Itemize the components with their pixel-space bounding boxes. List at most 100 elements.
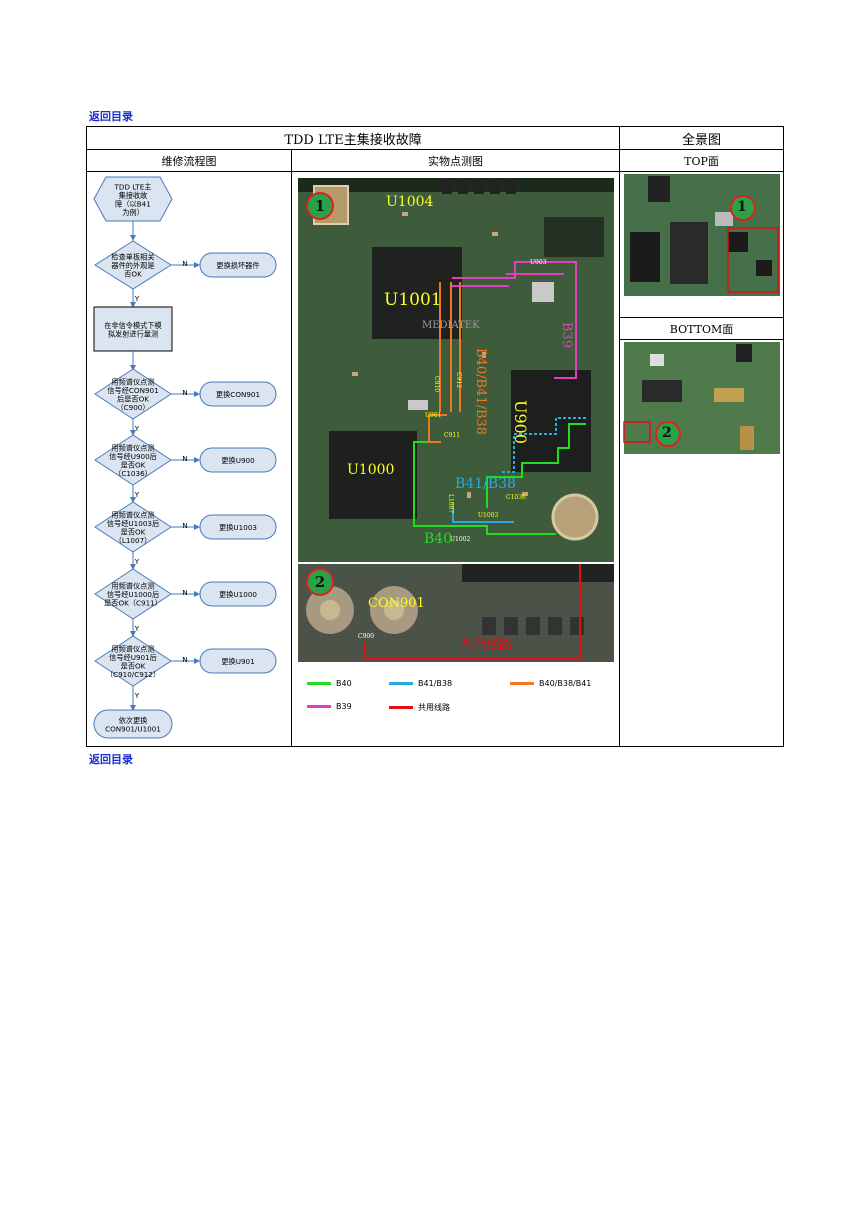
flow-yes-label: Y — [134, 424, 140, 433]
label-u1004: U1004 — [386, 194, 434, 210]
top-face-highlight — [727, 227, 779, 293]
label-c912: C912 — [455, 372, 462, 389]
label-u903: U903 — [530, 259, 547, 266]
flow-end — [93, 709, 173, 739]
board-photo — [298, 178, 614, 662]
photo-cell: 1 U1004 U1001 MEDIATEK U900 U1000 U903 U… — [290, 171, 621, 747]
label-mediatek: MEDIATEK — [422, 320, 480, 331]
photo-column-header: 实物点测图 — [290, 149, 621, 172]
flow-fix6 — [199, 648, 277, 674]
flow-check6-text-line: 用频谱仪点测 — [111, 644, 154, 653]
top-face-overview — [624, 174, 781, 296]
flow-no-label: N — [182, 388, 187, 397]
label-band-b40b41b38: B40/B41/B38 — [473, 348, 488, 436]
back-to-toc-link-bottom[interactable]: 返回目录 — [89, 753, 133, 766]
overview-marker-2: 2 — [662, 425, 672, 441]
flow-check2-text-line: 后是否OK — [117, 394, 149, 403]
legend-item-b41b38: B41/B38 — [389, 679, 452, 688]
flow-check5-text-line: 是否OK（C911） — [104, 599, 162, 608]
flow-start — [93, 176, 173, 222]
label-con901: CON901 — [368, 596, 425, 611]
flow-check4-text-line: 是否OK — [121, 527, 146, 536]
flow-check3-text-line: 信号经U900后 — [109, 452, 157, 461]
overview-marker-1: 1 — [737, 199, 747, 215]
flow-check2-text-line: 用频谱仪点测 — [111, 377, 154, 386]
flow-check3-text-line: 是否OK — [121, 460, 146, 469]
fault-table: TDD LTE主集接收故障 全景图 维修流程图 实物点测图 TOP面 TDD L… — [85, 126, 785, 747]
flow-check3-text-line: 用频谱仪点测 — [111, 443, 154, 452]
flow-start-text-line: 为例） — [122, 208, 144, 217]
flow-check2-text-line: 信号经CON901 — [107, 386, 158, 395]
flow-column-header: 维修流程图 — [86, 149, 292, 172]
bottom-face-header: BOTTOM面 — [619, 317, 785, 340]
flow-end-text-line: 依次更换 — [119, 716, 148, 725]
flow-yes-label: Y — [134, 557, 140, 566]
bottom-face-overview — [623, 342, 781, 454]
legend-item-b39: B39 — [307, 702, 352, 711]
label-band-b41b38: B41/B38 — [455, 476, 516, 492]
flow-start-text-line: TDD LTE主 — [114, 182, 152, 191]
bottom-face-highlight — [623, 421, 651, 443]
label-l1007: L1007 — [447, 494, 454, 514]
flow-check6-text-line: 是否OK — [121, 661, 146, 670]
flow-fix4-text: 更换U1003 — [219, 523, 257, 532]
label-c911: C911 — [444, 432, 461, 439]
flow-fix2-text: 更换CON901 — [216, 390, 260, 399]
legend-item-shared: 共用线路 — [389, 702, 450, 713]
label-u901: U901 — [425, 412, 442, 419]
chip-u900 — [511, 370, 591, 472]
flow-no-label: N — [182, 259, 187, 268]
label-band-b40: B40 — [424, 531, 453, 547]
label-u1002: U1002 — [450, 536, 471, 543]
flow-check2-text-line: （C900） — [116, 403, 149, 412]
flow-check4-text-line: 用频谱仪点测 — [111, 510, 154, 519]
chip-u1000 — [329, 431, 417, 519]
flow-yes-label: Y — [134, 691, 140, 700]
label-u900: U900 — [511, 400, 530, 445]
flow-yes-label: Y — [134, 624, 140, 633]
flow-end-text-line: CON901/U1001 — [105, 724, 161, 733]
flowchart: TDD LTE主集接收故障（以B41为例）检查单板相关器件的外观是否OK更换损坏… — [93, 176, 277, 739]
back-to-toc-link-top[interactable]: 返回目录 — [89, 110, 133, 123]
marker-2: 2 — [306, 568, 334, 596]
flow-fix3 — [199, 447, 277, 473]
label-c1036: C1036 — [506, 494, 526, 501]
flow-no-label: N — [182, 454, 187, 463]
legend-item-b40b38b41: B40/B38/B41 — [510, 679, 591, 688]
flow-check6-text-line: （C910/C912） — [106, 670, 160, 679]
chip-u1001 — [372, 247, 462, 339]
flow-no-label: N — [182, 588, 187, 597]
label-band-b39: B39 — [559, 322, 574, 349]
flow-start-text-line: 障（以B41 — [115, 199, 151, 208]
flow-step-1 — [93, 306, 173, 352]
label-u1000: U1000 — [347, 462, 395, 478]
label-shared-line: 共用线路 — [460, 638, 513, 653]
flow-check-1-text-line: 检查单板相关 — [111, 253, 154, 262]
flow-fix3-text: 更换U900 — [221, 456, 255, 465]
legend-item-b40: B40 — [307, 679, 352, 688]
audio-jack — [648, 176, 671, 202]
shield-screw — [551, 493, 599, 541]
flow-check6-text-line: 信号经U901后 — [109, 653, 157, 662]
label-c910: C910 — [433, 376, 440, 393]
flow-fix5-text: 更换U1000 — [219, 590, 257, 599]
flow-fix5 — [199, 581, 277, 607]
top-face-cell: 1 — [619, 171, 785, 318]
flow-fix-1 — [199, 252, 277, 278]
flow-check4-text-line: （L1007） — [115, 536, 152, 545]
overview-title: 全景图 — [619, 126, 785, 150]
flow-check4-text-line: 信号经U1003后 — [107, 519, 159, 528]
flow-step-1-text-line: 在非信令模式下模 — [104, 321, 162, 330]
label-c900: C900 — [358, 633, 375, 640]
label-u1003: U1003 — [478, 512, 499, 519]
flow-yes-label: Y — [134, 294, 140, 303]
flow-yes-label: Y — [134, 490, 140, 499]
flow-start-text-line: 集接收故 — [119, 191, 148, 200]
table-title: TDD LTE主集接收故障 — [85, 126, 621, 150]
flow-check5-text-line: 用频谱仪点测 — [111, 582, 154, 591]
top-face-header: TOP面 — [619, 149, 785, 172]
flow-fix2 — [199, 381, 277, 407]
flow-check5-text-line: 信号经U1000后 — [107, 590, 159, 599]
flow-check-1-text-line: 器件的外观是 — [111, 261, 154, 270]
